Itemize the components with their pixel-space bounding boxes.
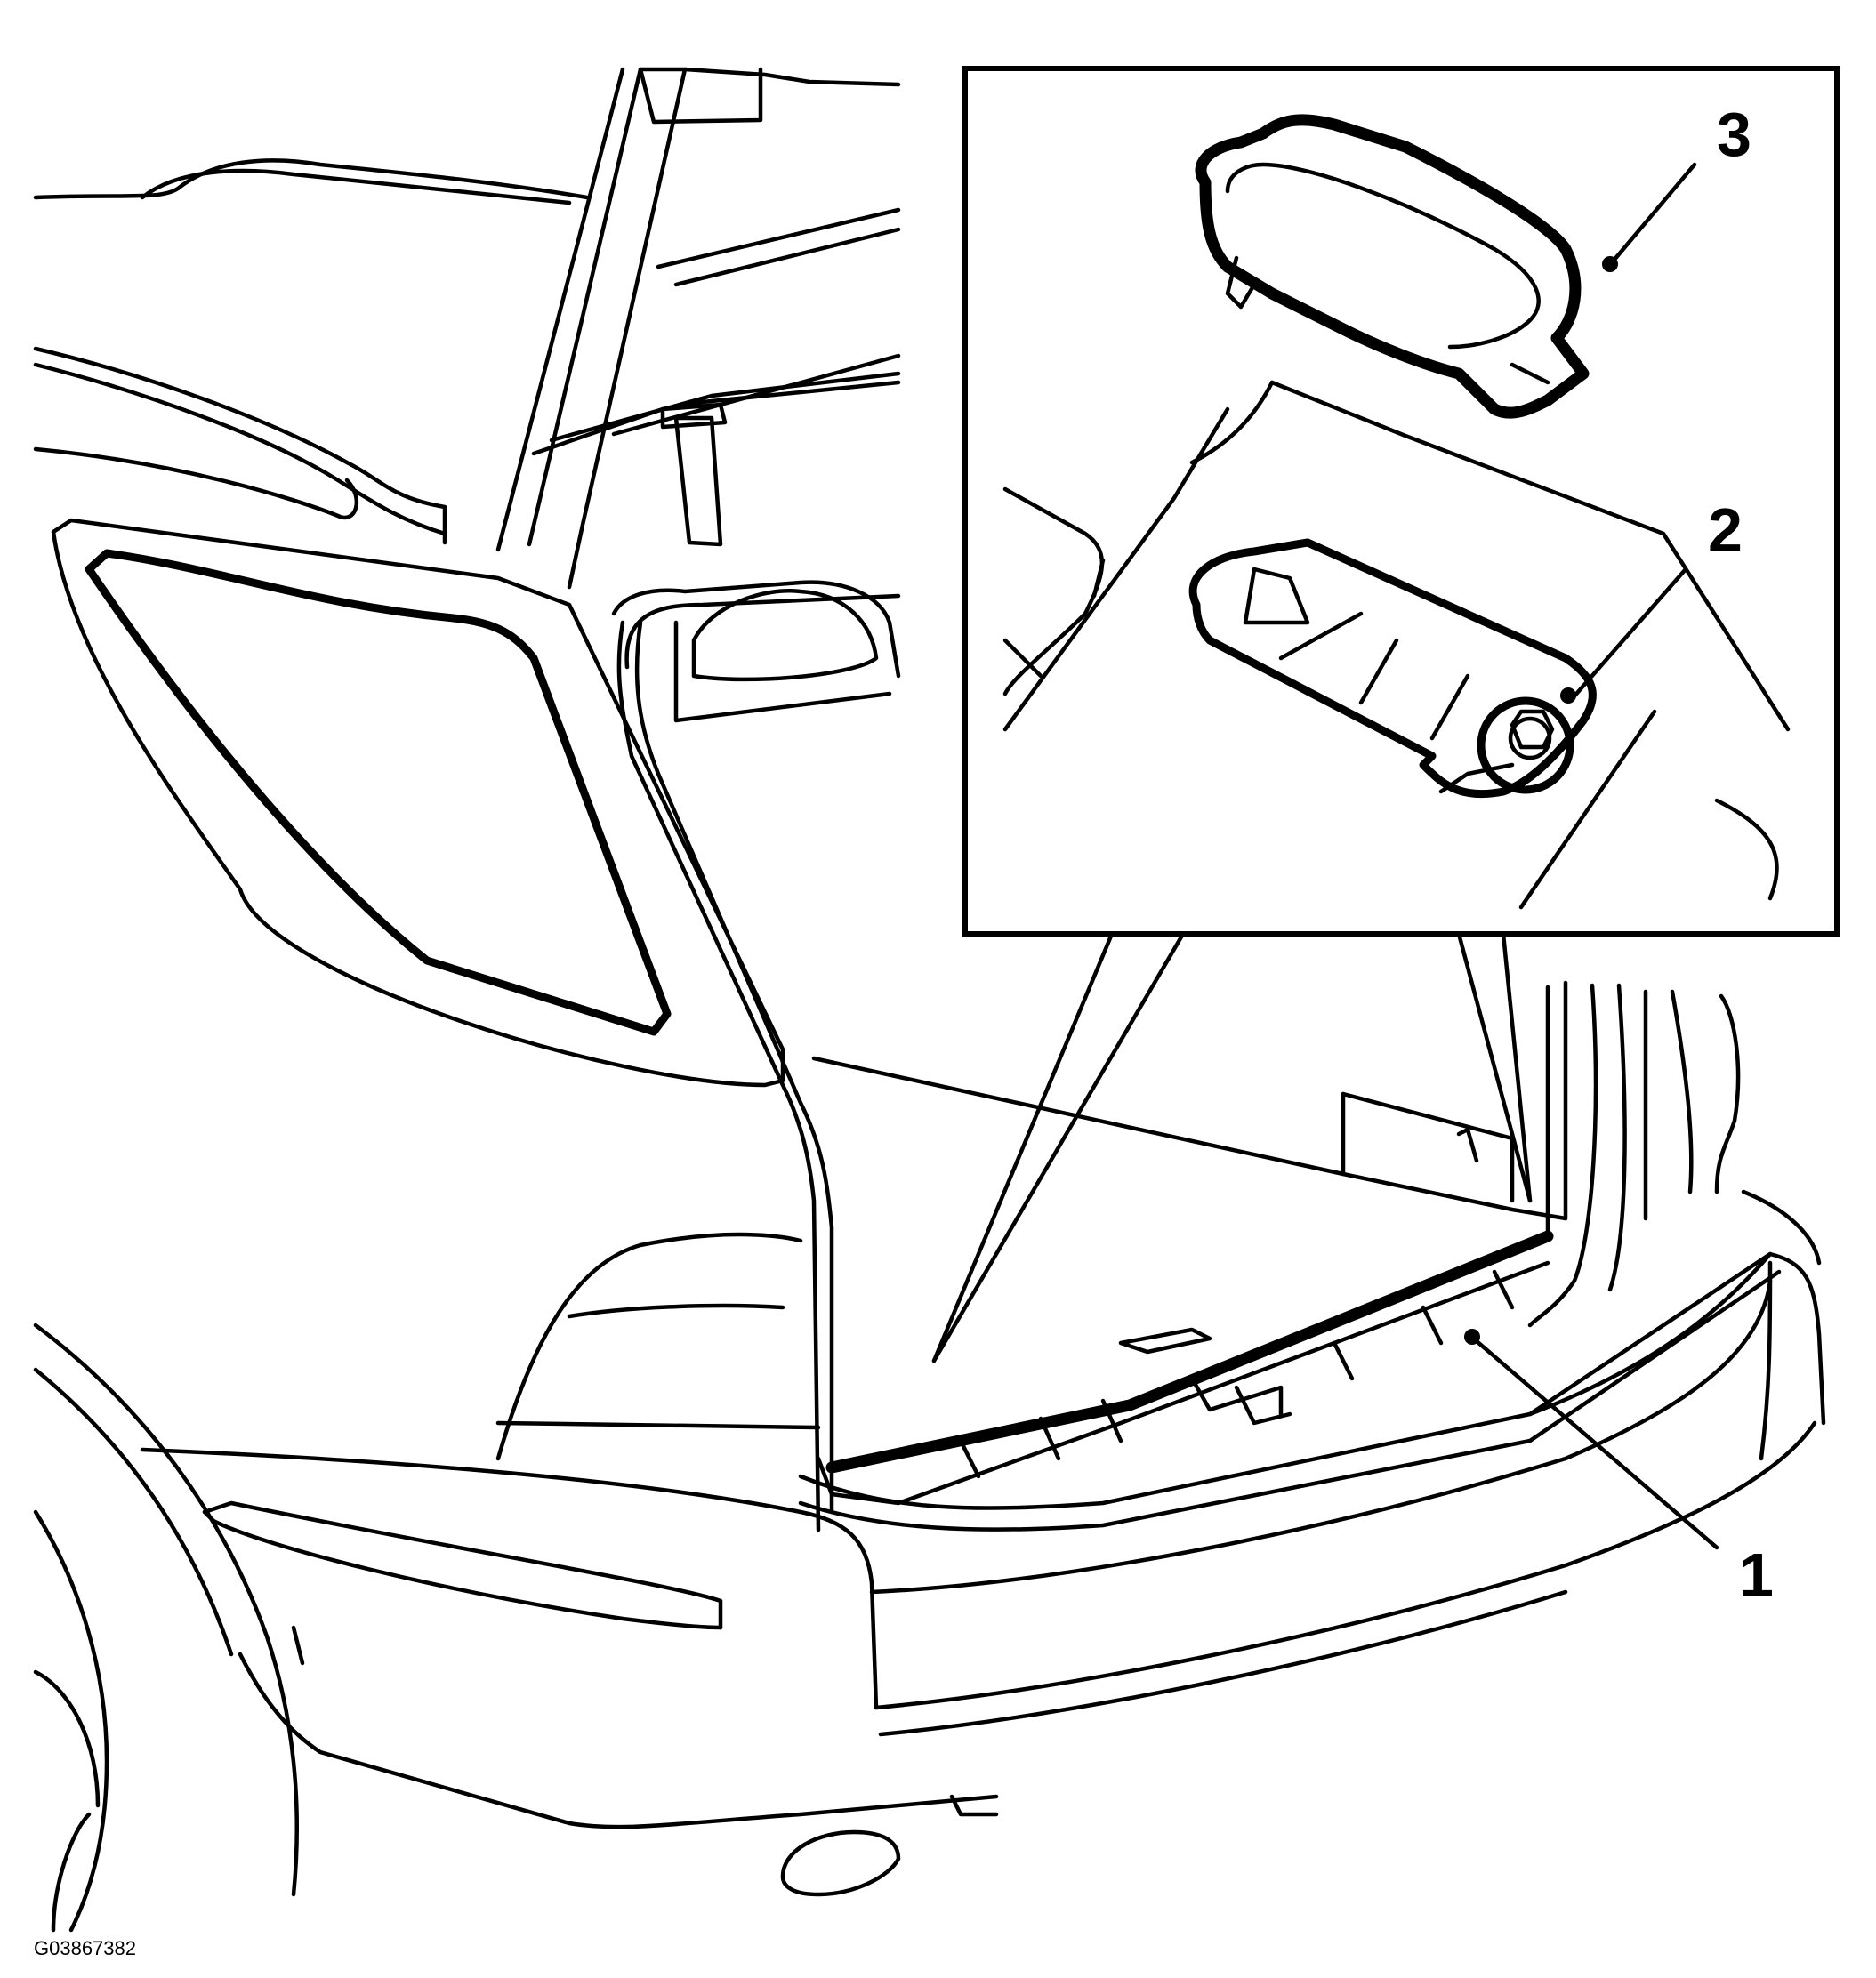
vehicle-rear-illustration: [33, 67, 1826, 1933]
callout-number-3: 3: [1717, 100, 1751, 169]
cover-cap: [1195, 114, 1590, 419]
callout-2: 2: [1560, 495, 1743, 704]
callout-3: 3: [1602, 100, 1751, 272]
inset-detail-panel: [962, 66, 1840, 937]
fastener-recess: [1188, 538, 1597, 799]
callout-number-2: 2: [1708, 495, 1743, 565]
callout-1: 1: [1464, 1329, 1774, 1610]
figure-code: G03867382: [34, 1937, 136, 1959]
sill-scuff-plate: [816, 1230, 1554, 1506]
callout-number-1: 1: [1739, 1540, 1774, 1610]
